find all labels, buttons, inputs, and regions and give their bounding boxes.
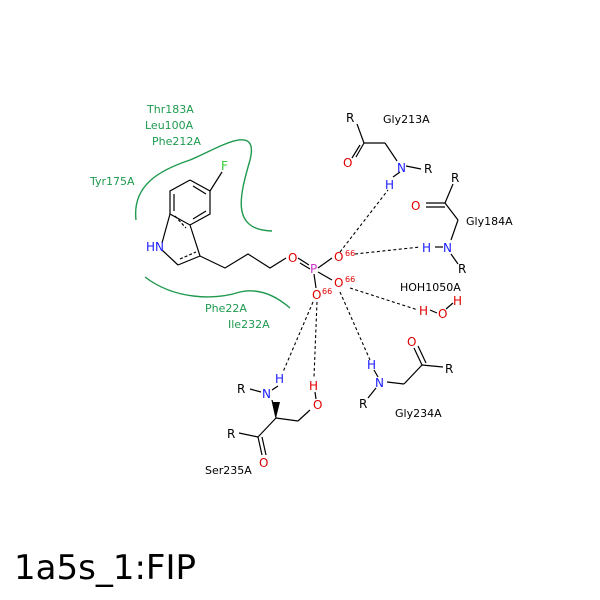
hydrophobic-arc-top bbox=[135, 139, 273, 232]
gly184-h: H bbox=[422, 241, 431, 255]
hbond-gly184 bbox=[354, 246, 421, 255]
ser235-h2: H bbox=[309, 379, 318, 393]
ser235-r2: R bbox=[227, 427, 235, 441]
atom-phosphorus: P bbox=[310, 262, 317, 276]
ser235-wedge bbox=[272, 402, 280, 418]
charge-o1: 66 bbox=[345, 249, 355, 258]
atom-phosphate-o3: O bbox=[312, 288, 321, 302]
hoh1050-o: O bbox=[438, 307, 447, 321]
gly213-n: N bbox=[397, 161, 406, 175]
residue-label-hoh1050: HOH1050A bbox=[400, 281, 461, 294]
label-tyr175: Tyr175A bbox=[89, 175, 135, 188]
label-ile232: Ile232A bbox=[228, 318, 270, 331]
hydrophobic-arc-bottom bbox=[144, 276, 291, 309]
label-leu100: Leu100A bbox=[145, 119, 194, 132]
gly213-h: H bbox=[385, 178, 394, 192]
gly213-r2: R bbox=[424, 162, 432, 176]
atom-indole-nh: HN bbox=[146, 240, 164, 254]
residue-label-gly184: Gly184A bbox=[466, 215, 513, 228]
residue-label-ser235: Ser235A bbox=[205, 464, 252, 477]
gly234-n: N bbox=[375, 376, 384, 390]
label-thr183: Thr183A bbox=[146, 103, 194, 116]
hbond-hoh1050 bbox=[349, 287, 419, 311]
atom-ester-oxygen: O bbox=[288, 251, 297, 265]
residue-hoh1050 bbox=[429, 302, 454, 314]
ser235-og: O bbox=[313, 398, 322, 412]
hbond-gly213 bbox=[339, 189, 389, 253]
ligand-fip bbox=[161, 171, 333, 289]
gly213-r1: R bbox=[346, 111, 354, 125]
residue-gly184 bbox=[426, 183, 459, 265]
atom-phosphate-o2: O bbox=[334, 276, 343, 290]
label-phe212: Phe212A bbox=[152, 135, 201, 148]
gly234-h: H bbox=[367, 358, 376, 372]
hoh1050-h2: H bbox=[453, 294, 462, 308]
residue-label-gly234: Gly234A bbox=[395, 407, 442, 420]
atom-phosphate-o1: O bbox=[334, 250, 343, 264]
charge-o3: 66 bbox=[322, 287, 332, 296]
residue-ser235 bbox=[238, 385, 317, 456]
gly184-r1: R bbox=[451, 171, 459, 185]
gly234-r1: R bbox=[445, 362, 453, 376]
gly234-r2: R bbox=[359, 397, 367, 411]
hbond-ser235-og bbox=[313, 301, 318, 378]
hbond-ser235-n bbox=[282, 301, 314, 373]
residue-gly234 bbox=[367, 345, 444, 399]
gly184-o: O bbox=[411, 199, 420, 213]
residue-gly213 bbox=[351, 123, 422, 178]
charge-o2: 66 bbox=[345, 275, 355, 284]
label-phe22: Phe22A bbox=[205, 302, 247, 315]
ser235-o: O bbox=[259, 456, 268, 470]
ser235-r1: R bbox=[237, 382, 245, 396]
ser235-n: N bbox=[262, 387, 271, 401]
gly184-n: N bbox=[443, 241, 452, 255]
hoh1050-h1: H bbox=[419, 304, 428, 318]
diagram-caption: 1a5s_1:FIP bbox=[14, 548, 196, 588]
gly184-r2: R bbox=[458, 262, 466, 276]
gly234-o: O bbox=[407, 335, 416, 349]
residue-label-gly213: Gly213A bbox=[383, 113, 430, 126]
atom-fluorine: F bbox=[221, 159, 228, 173]
gly213-o: O bbox=[343, 156, 352, 170]
hbond-gly234 bbox=[339, 291, 371, 361]
ser235-h1: H bbox=[275, 372, 284, 386]
